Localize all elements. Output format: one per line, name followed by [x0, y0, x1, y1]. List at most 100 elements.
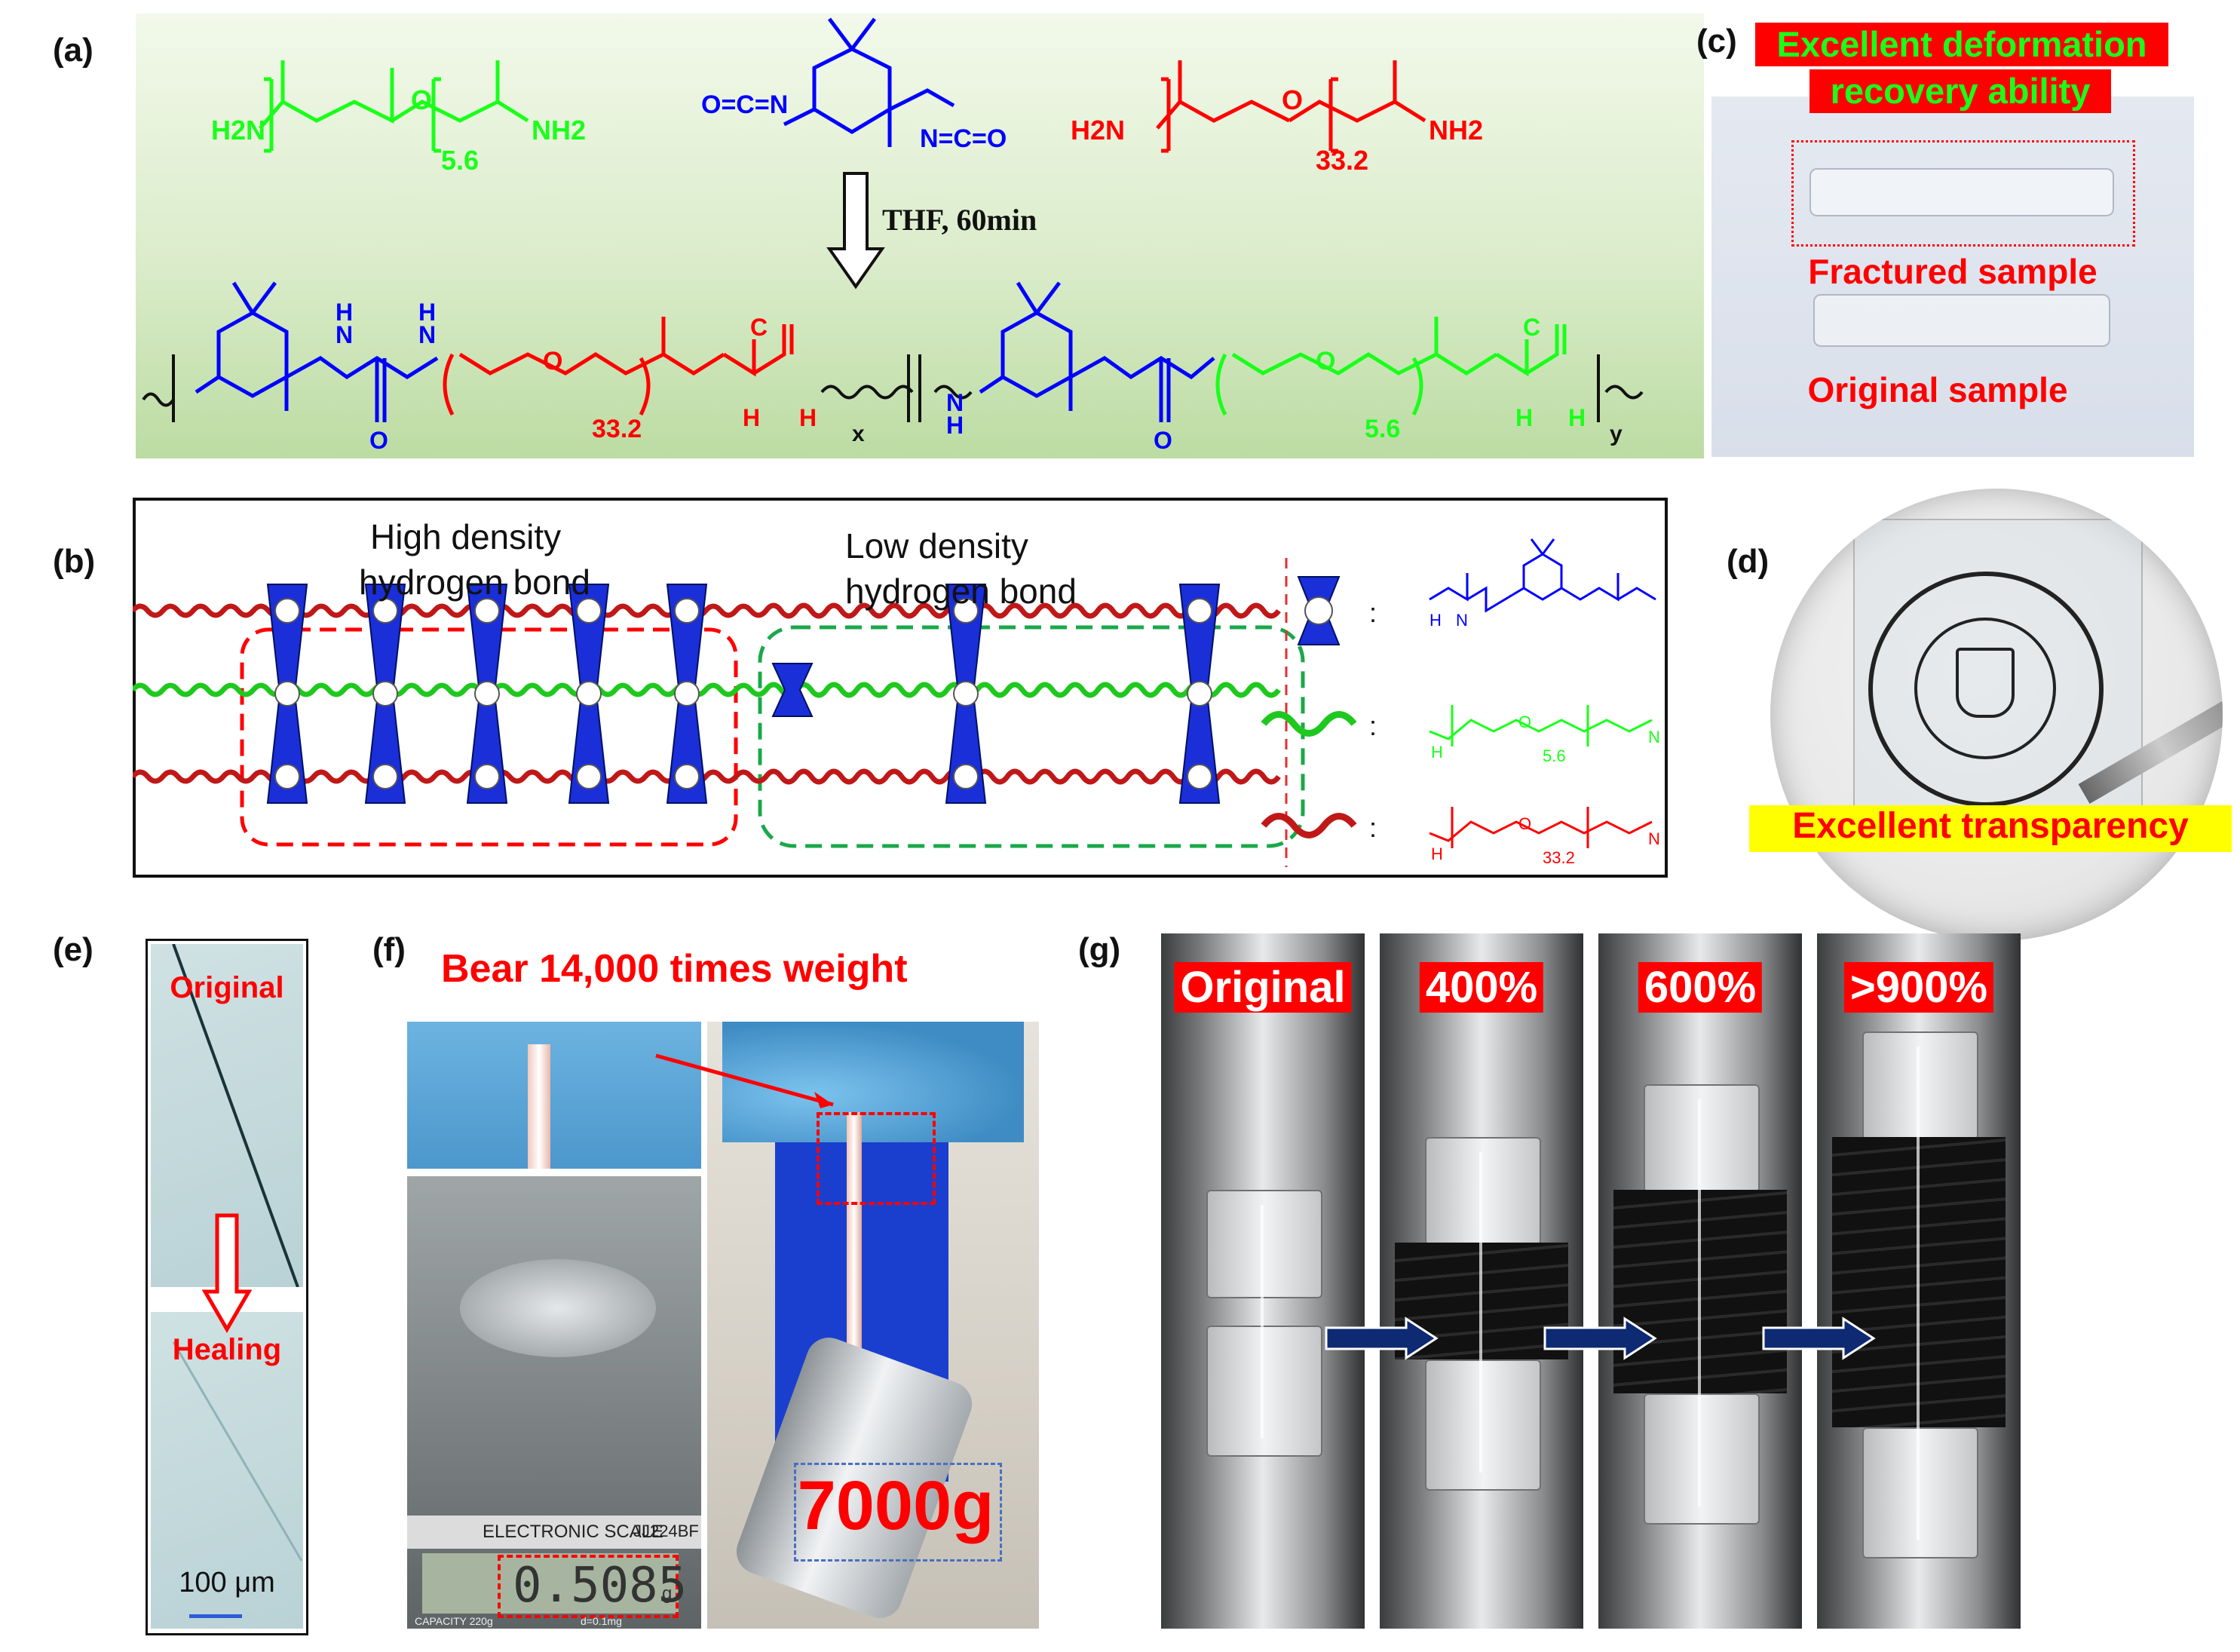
legend-n-blue: N [1456, 611, 1468, 630]
legend-h-blue: H [1429, 611, 1442, 630]
panel-c-photo: Fractured sample Original sample [1711, 97, 2194, 457]
polymer-subscript-33: 33.2 [592, 415, 642, 443]
legend-colon-3: : [1369, 812, 1377, 843]
tensile-frame-1: Original [1161, 933, 1365, 1629]
panel-c-title-line-2: recovery ability [1809, 69, 2111, 113]
scale-brand-strip: ELECTRONIC SCALE JJ224BF [407, 1516, 701, 1549]
polymer-n-2: N [418, 321, 436, 348]
scale-reading: 0.5085 [513, 1558, 688, 1614]
weight-label: 7000g [797, 1467, 994, 1544]
photo-weight-hanging: 7000g [707, 1022, 1039, 1629]
legend-colon-2: : [1369, 710, 1377, 741]
scale-reading-unit: g [662, 1583, 673, 1604]
isocyanate-left: O=C=N [701, 90, 788, 119]
polymer-n-3: N [946, 389, 964, 416]
strain-label: >900% [1843, 962, 1994, 1013]
sample-strip [1479, 1152, 1482, 1473]
legend-h-green: H [1431, 743, 1443, 762]
legend-o-red: O [1518, 814, 1531, 833]
legend-green-structure [1429, 705, 1653, 746]
monomer-1-oxygen: O [411, 84, 432, 115]
legend-sub-33-2: 33.2 [1543, 848, 1575, 867]
scale-capacity: CAPACITY 220g [415, 1615, 493, 1627]
panel-e-frame: Original Healing 100 μm [146, 939, 308, 1635]
legend-red-structure [1429, 807, 1653, 848]
panel-label-a: (a) [53, 32, 93, 69]
university-seal [1868, 572, 2104, 807]
polymer-x: x [852, 421, 865, 446]
hydrogen-bond-cluster [771, 663, 814, 717]
micrograph-healing-label: Healing [172, 1333, 282, 1366]
legend-soft-segment-33-2 [1261, 813, 1357, 838]
lower-grip [1206, 1326, 1322, 1457]
legend-n-red: N [1648, 829, 1660, 848]
panel-f-title: Bear 14,000 times weight [441, 947, 908, 991]
monomer-1-structure [259, 60, 529, 153]
upper-grip [1644, 1084, 1760, 1193]
strain-label: 600% [1638, 962, 1763, 1013]
panel-b-network-diagram: : : : 5.6 33.2 O O H H N N H N High dens… [133, 517, 1660, 867]
monomer-1-right: NH2 [532, 115, 586, 146]
strain-label: Original [1174, 962, 1352, 1013]
scale-display: 0.5085 g [422, 1553, 687, 1618]
micrograph-original-label: Original [170, 971, 284, 1004]
micrograph-healed [151, 1312, 303, 1629]
tensile-frame-2: 400% [1380, 933, 1583, 1629]
upper-grip [1862, 1031, 1978, 1140]
panel-label-b: (b) [53, 543, 96, 580]
legend-hard-segment [1297, 576, 1341, 645]
monomer-3-left: H2N [1071, 115, 1125, 146]
weight-label-box [794, 1463, 1002, 1562]
polymer-chain [133, 682, 1281, 698]
scale-bar [189, 1614, 242, 1618]
polymer-o-2: O [1316, 347, 1335, 375]
isocyanate-structure [783, 17, 955, 147]
original-sample-label: Original sample [1807, 370, 2068, 409]
progression-arrow [1325, 1316, 1439, 1360]
hand-closeup-box [817, 1112, 936, 1205]
polymer-h-5: H [946, 412, 964, 439]
monomer-3-structure [1156, 60, 1426, 153]
sample-strip [1261, 1205, 1264, 1439]
isocyanate-right: N=C=O [920, 124, 1007, 153]
scale-d-value: d=0.1mg [581, 1615, 622, 1627]
polymer-o-3: O [369, 427, 388, 454]
panel-c-title-line-1: Excellent deformation [1755, 23, 2168, 66]
hydrogen-bond-cluster [945, 584, 987, 804]
polymer-h-2: H [418, 299, 436, 326]
monomer-1-left: H2N [211, 115, 265, 146]
low-density-region [758, 625, 1305, 848]
sample-strip [1698, 1099, 1701, 1506]
photo-balance: ELECTRONIC SCALE JJ224BF 0.5085 g CAPACI… [407, 1176, 701, 1629]
tensile-frame-4: >900% [1817, 933, 2021, 1629]
hydrogen-bond-cluster [1178, 584, 1221, 804]
legend-sub-5-6: 5.6 [1543, 746, 1566, 765]
upper-grip [1425, 1137, 1541, 1246]
closeup-pointer-arrow [655, 1053, 834, 1108]
fractured-sample-box [1791, 140, 2135, 247]
seal-inner-ring [1914, 618, 2056, 759]
lower-grip [1862, 1427, 1978, 1559]
polymer-h-3: H [743, 404, 760, 431]
polymer-o-1: O [543, 347, 562, 375]
fractured-sample-label: Fractured sample [1808, 252, 2098, 291]
hydrogen-bond-cluster [568, 584, 610, 804]
polymer-h-6: H [1515, 404, 1533, 431]
polymer-n-1: N [336, 321, 353, 348]
monomer-1-subscript: 5.6 [441, 145, 479, 176]
panel-d-caption: Excellent transparency [1749, 805, 2232, 852]
balance-pan [460, 1259, 656, 1357]
polymer-h-7: H [1568, 404, 1586, 431]
polymer-subscript-5-6: 5.6 [1365, 415, 1400, 443]
panel-label-d: (d) [1727, 543, 1770, 580]
polymer-h-1: H [336, 299, 353, 326]
polymer-chain [133, 768, 1281, 785]
legend-hard-structure [1429, 538, 1656, 613]
tensile-frame-3: 600% [1598, 933, 1802, 1629]
panel-label-c: (c) [1696, 23, 1737, 60]
panel-label-e: (e) [53, 931, 93, 968]
panel-label-g: (g) [1078, 931, 1121, 968]
original-sample-strip [1813, 294, 2110, 347]
monomer-3-oxygen: O [1282, 84, 1303, 115]
fractured-sample-strip [1809, 168, 2114, 216]
